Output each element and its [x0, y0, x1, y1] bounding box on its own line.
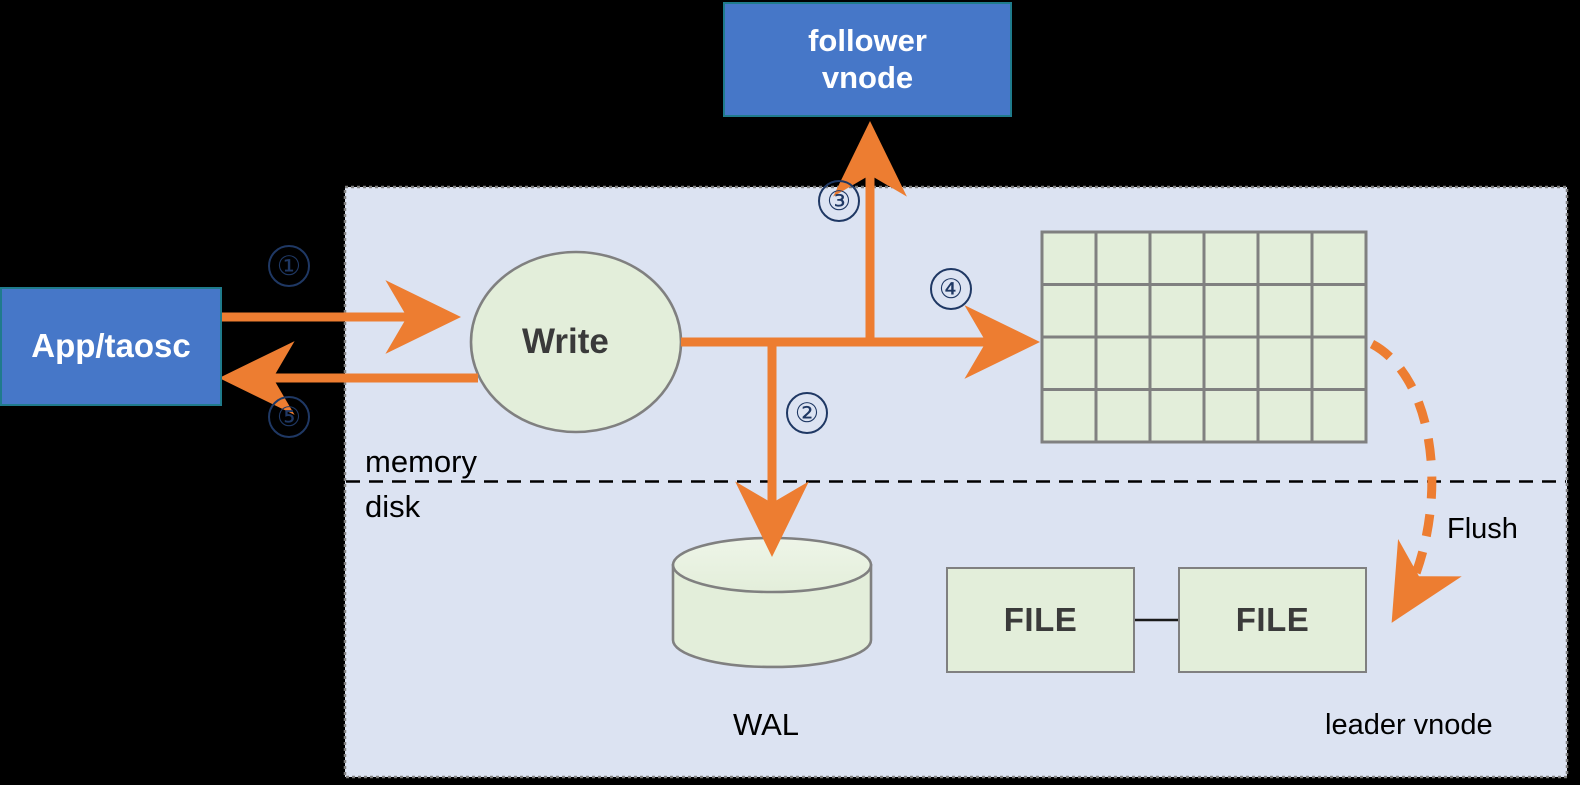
follower-vnode-label-line1: follower — [808, 22, 927, 58]
file-left-label: FILE — [1003, 601, 1078, 638]
wal-label: WAL — [733, 707, 800, 742]
follower-vnode-node[interactable]: follower vnode — [723, 2, 1012, 117]
memtable-grid[interactable] — [1040, 230, 1368, 444]
memory-tier-label: memory — [365, 444, 477, 479]
wal-cylinder[interactable] — [671, 536, 873, 669]
file-left-node[interactable]: FILE — [946, 567, 1135, 673]
step-number-2: ② — [786, 392, 828, 434]
leader-vnode-caption: leader vnode — [1325, 709, 1493, 741]
flush-arrow — [1369, 340, 1462, 623]
file-right-node[interactable]: FILE — [1178, 567, 1367, 673]
flush-label: Flush — [1447, 513, 1518, 545]
step-number-1: ① — [268, 245, 310, 287]
write-node-label: Write — [522, 322, 609, 361]
file-right-label: FILE — [1235, 601, 1310, 638]
step-number-4: ④ — [930, 268, 972, 310]
follower-vnode-label-line2: vnode — [821, 59, 914, 95]
disk-tier-label: disk — [365, 489, 421, 524]
step-number-3: ③ — [818, 180, 860, 222]
client-node-label: App/taosc — [31, 327, 191, 365]
step-number-5: ⑤ — [268, 396, 310, 438]
client-node[interactable]: App/taosc — [0, 287, 222, 406]
